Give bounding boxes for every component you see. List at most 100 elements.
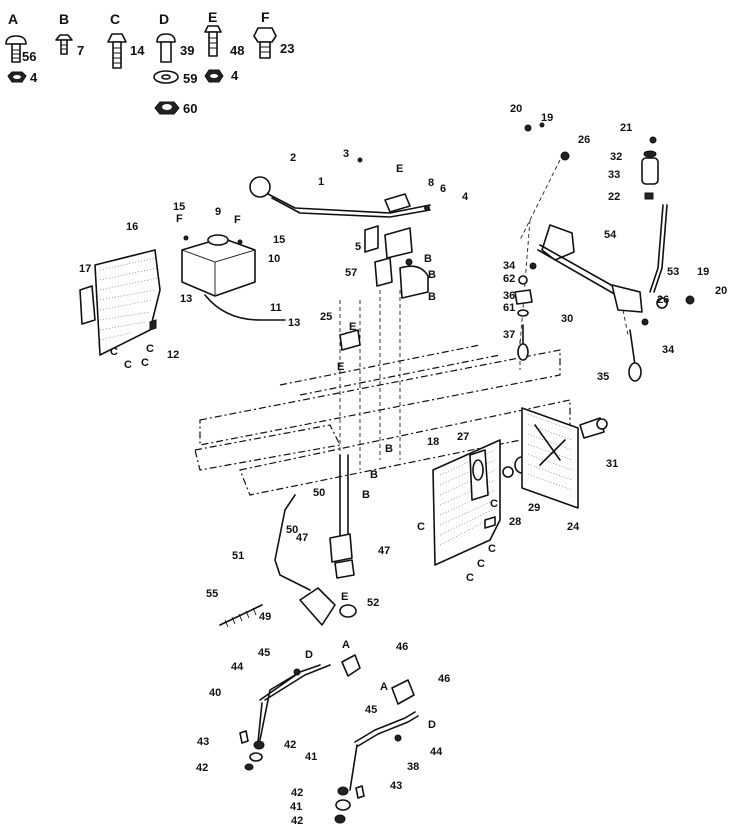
callout-13b: 13	[288, 317, 300, 329]
key-f-bolt-qty: 23	[280, 41, 294, 56]
ref-b-4: B	[385, 443, 393, 455]
callout-34a: 34	[503, 260, 516, 272]
ref-b-2: B	[428, 269, 436, 281]
key-a-bolt-qty: 56	[22, 49, 36, 64]
ref-b-5: B	[370, 469, 378, 481]
letter-references: E E E E F F B B B B B B C C C C C C C C …	[110, 163, 498, 731]
callout-11: 11	[270, 302, 282, 314]
callout-55: 55	[206, 588, 218, 600]
callout-21: 21	[620, 122, 632, 134]
key-b-letter: B	[59, 11, 69, 27]
bolt-a-icon	[5, 35, 27, 63]
ref-f-1: F	[176, 213, 183, 225]
callout-9: 9	[215, 206, 221, 218]
key-e-bolt-qty: 48	[230, 43, 244, 58]
callout-46b: 46	[438, 673, 450, 685]
ref-c-3: C	[141, 357, 149, 369]
key-a-letter: A	[8, 11, 18, 27]
callout-2: 2	[290, 152, 296, 164]
ref-b-6: B	[362, 489, 370, 501]
callout-20a: 20	[510, 103, 522, 115]
key-c-letter: C	[110, 11, 120, 27]
callout-17: 17	[79, 263, 91, 275]
callout-3: 3	[343, 148, 349, 160]
ref-b-1: B	[424, 253, 432, 265]
callout-19a: 19	[541, 112, 553, 124]
callout-24: 24	[567, 521, 580, 533]
callout-20b: 20	[715, 285, 727, 297]
callout-5: 5	[355, 241, 361, 253]
callout-61: 61	[503, 302, 515, 314]
callout-31: 31	[606, 458, 618, 470]
callout-45b: 45	[365, 704, 377, 716]
lower-center	[219, 454, 357, 628]
ref-c-6: C	[488, 543, 496, 555]
callout-15a: 15	[173, 201, 185, 213]
bolt-c-icon	[107, 33, 127, 69]
callout-49: 49	[259, 611, 271, 623]
key-e-nut-qty: 4	[231, 68, 239, 83]
callout-46a: 46	[396, 641, 408, 653]
callout-50b: 50	[286, 524, 298, 536]
callout-37: 37	[503, 329, 515, 341]
ref-d-2: D	[428, 719, 436, 731]
key-b-bolt-qty: 7	[77, 43, 84, 58]
control-lever	[249, 157, 431, 218]
key-a-nut-qty: 4	[30, 70, 38, 85]
callout-57: 57	[345, 267, 357, 279]
ref-c-5: C	[417, 521, 425, 533]
callout-26b: 26	[657, 294, 669, 306]
callout-10: 10	[268, 253, 280, 265]
ref-c-2: C	[124, 359, 132, 371]
key-d-lock-nut-qty: 60	[183, 101, 197, 116]
callout-13a: 13	[180, 293, 192, 305]
ref-e-3: E	[337, 361, 344, 373]
callout-32: 32	[610, 151, 622, 163]
callout-15b: 15	[273, 234, 285, 246]
bolt-b-icon	[55, 34, 73, 55]
callout-42a: 42	[284, 739, 296, 751]
frame-outline	[194, 159, 571, 520]
callout-51: 51	[232, 550, 244, 562]
hardware-key: A 56 4 B 7 C 14 D	[5, 9, 294, 116]
ref-b-3: B	[428, 291, 436, 303]
callout-54: 54	[604, 229, 617, 241]
ref-e-1: E	[396, 163, 403, 175]
callout-42d: 42	[291, 815, 303, 827]
lower-left-lever	[239, 654, 361, 771]
callout-8: 8	[428, 177, 434, 189]
key-d-bolt-qty: 39	[180, 43, 194, 58]
ref-f-2: F	[234, 214, 241, 226]
callout-47b: 47	[378, 545, 390, 557]
callout-30: 30	[561, 313, 573, 325]
nut-e-icon	[204, 69, 224, 83]
ref-a-2: A	[380, 681, 388, 693]
callout-12: 12	[167, 349, 179, 361]
ref-c-8: C	[466, 572, 474, 584]
callout-34b: 34	[662, 344, 675, 356]
lock-nut-d-icon	[154, 101, 180, 115]
callout-6: 6	[440, 183, 446, 195]
callout-29: 29	[528, 502, 540, 514]
callout-43a: 43	[197, 736, 209, 748]
lower-right-lever	[334, 679, 419, 824]
callout-36: 36	[503, 290, 515, 302]
brackets	[339, 225, 429, 351]
key-d-letter: D	[159, 11, 169, 27]
callout-47a: 47	[296, 532, 308, 544]
callout-42b: 42	[196, 762, 208, 774]
callout-44a: 44	[231, 661, 244, 673]
left-panel	[79, 249, 161, 356]
callout-18: 18	[427, 436, 439, 448]
callout-52: 52	[367, 597, 379, 609]
ref-e-4: E	[341, 591, 348, 603]
key-c-bolt-qty: 14	[130, 43, 145, 58]
key-e-letter: E	[208, 9, 217, 25]
callout-38: 38	[407, 761, 419, 773]
bolt-d-icon	[156, 33, 176, 63]
ref-c-1: C	[110, 346, 118, 358]
callout-41a: 41	[305, 751, 317, 763]
ref-c-9: C	[490, 498, 498, 510]
key-f-letter: F	[261, 9, 270, 25]
